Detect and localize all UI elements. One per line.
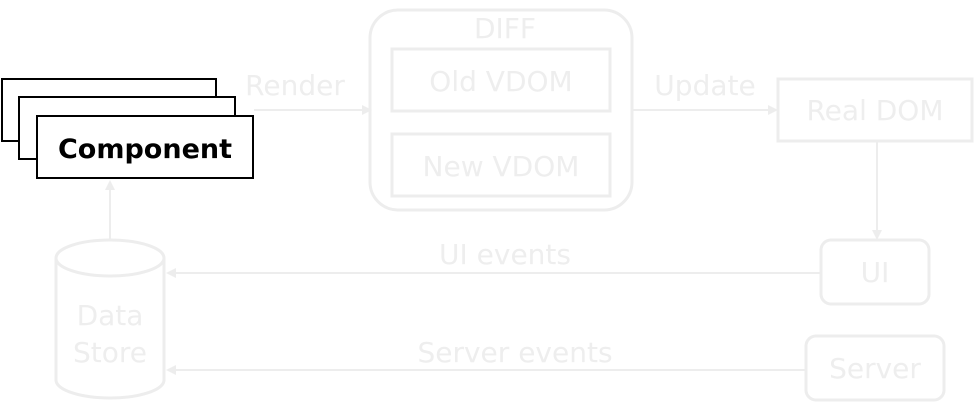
real-dom-box (776, 77, 974, 143)
old-vdom-label: Old VDOM (429, 65, 572, 98)
render-label: Render (245, 69, 345, 102)
ui-label: UI (861, 256, 890, 289)
real-dom-label: Real DOM (806, 94, 943, 127)
data-store-top (54, 238, 166, 278)
diff-container: DIFF Old VDOM New VDOM (368, 8, 634, 212)
data-store-label-line2: Store (73, 336, 147, 369)
component-box-front (36, 115, 254, 179)
component-stack: Component (1, 78, 254, 179)
new-vdom-box (390, 132, 612, 198)
diff-label: DIFF (474, 12, 536, 45)
server-box (804, 334, 946, 402)
server-events-label: Server events (417, 336, 612, 369)
data-store-label-line1: Data (77, 299, 144, 332)
update-label: Update (654, 69, 755, 102)
data-store-body (54, 258, 166, 400)
data-store-cylinder: Data Store (54, 238, 166, 400)
new-vdom-label: New VDOM (423, 150, 580, 183)
ui-events-label: UI events (439, 238, 571, 271)
component-label: Component (58, 134, 232, 165)
old-vdom-box (390, 47, 612, 113)
server-label: Server (829, 352, 921, 385)
